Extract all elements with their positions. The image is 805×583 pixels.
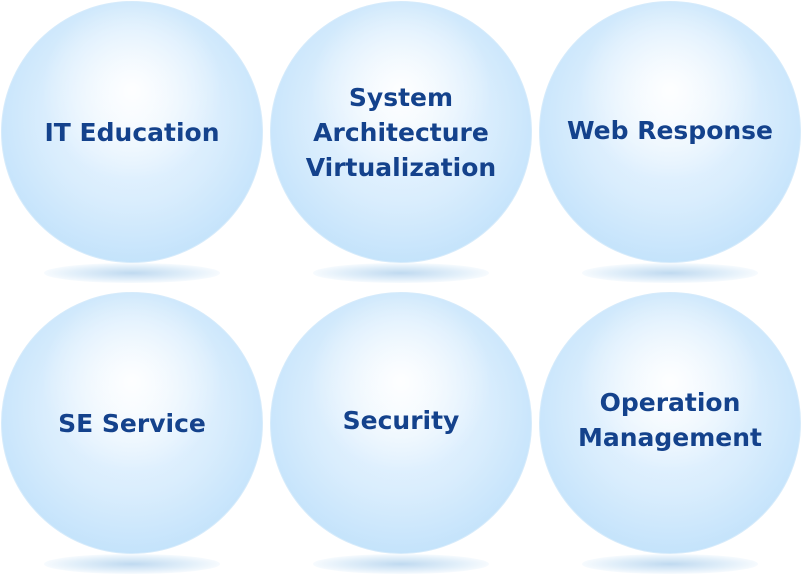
sphere-system-architecture-virtualization[interactable]: System Architecture Virtualization <box>270 1 532 291</box>
sphere-shadow <box>582 263 758 283</box>
sphere-button-system-architecture-virtualization[interactable]: System Architecture Virtualization <box>270 1 532 263</box>
sphere-label-it-education: IT Education <box>44 118 220 147</box>
sphere-se-service[interactable]: SE Service <box>1 292 263 582</box>
sphere-operation-management[interactable]: Operation Management <box>539 292 801 582</box>
sphere-label-system-architecture-virtualization: System Architecture Virtualization <box>305 82 497 182</box>
sphere-button-operation-management[interactable]: Operation Management <box>539 292 801 554</box>
sphere-button-security[interactable]: Security <box>270 292 532 554</box>
sphere-web-response[interactable]: Web Response <box>539 1 801 291</box>
sphere-shadow <box>44 263 220 283</box>
sphere-security[interactable]: Security <box>270 292 532 582</box>
sphere-label-security: Security <box>342 405 460 435</box>
sphere-label-web-response: Web Response <box>566 115 774 145</box>
sphere-button-web-response[interactable]: Web Response <box>539 1 801 263</box>
sphere-shadow <box>582 554 758 574</box>
sphere-button-it-education[interactable]: IT Education <box>1 1 263 263</box>
sphere-button-se-service[interactable]: SE Service <box>1 292 263 554</box>
sphere-label-se-service: SE Service <box>58 408 206 438</box>
sphere-label-operation-management: Operation Management <box>577 388 763 452</box>
sphere-shadow <box>44 554 220 574</box>
sphere-it-education[interactable]: IT Education <box>1 1 263 291</box>
sphere-shadow <box>313 554 489 574</box>
sphere-shadow <box>313 263 489 283</box>
